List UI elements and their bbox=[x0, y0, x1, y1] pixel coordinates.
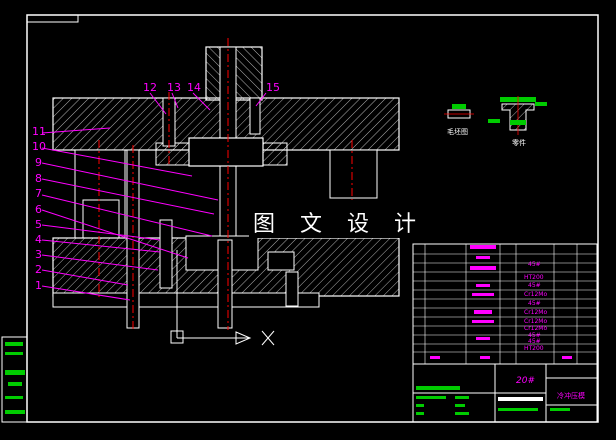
bom-material-0: 45# bbox=[528, 261, 541, 268]
part-label-15: 15 bbox=[266, 81, 280, 94]
detail-views: 毛坯图 零件 bbox=[444, 96, 547, 147]
part-label-3: 3 bbox=[35, 248, 42, 261]
die-assembly-section bbox=[52, 38, 400, 346]
bom-table bbox=[412, 243, 598, 365]
part-label-10: 10 bbox=[32, 140, 46, 153]
title-name: 冷冲压模 bbox=[557, 391, 585, 400]
part-labels: 1 2 3 4 5 6 7 8 9 10 11 12 13 14 15 bbox=[32, 81, 280, 292]
bom-material-1: HT200 bbox=[524, 274, 544, 281]
bom-material-9: 45# bbox=[528, 338, 541, 345]
title-block bbox=[412, 363, 598, 423]
blank-view: 毛坯图 bbox=[444, 104, 474, 136]
part-label-14: 14 bbox=[187, 81, 201, 94]
part-label-13: 13 bbox=[167, 81, 181, 94]
bom-material-2: 45# bbox=[528, 282, 541, 289]
part-label-6: 6 bbox=[35, 203, 42, 216]
part-label-7: 7 bbox=[35, 187, 42, 200]
drawing-frame bbox=[26, 14, 599, 423]
part-label-1: 1 bbox=[35, 279, 42, 292]
leader-lines bbox=[41, 92, 267, 301]
blank-caption: 毛坯图 bbox=[447, 127, 468, 136]
guide-post-right bbox=[329, 149, 378, 199]
part-label-5: 5 bbox=[35, 218, 42, 231]
part-label-4: 4 bbox=[35, 233, 42, 246]
part-view: 零件 bbox=[488, 96, 547, 147]
bom-material-4: 45# bbox=[528, 300, 541, 307]
part-label-12: 12 bbox=[143, 81, 157, 94]
bolt-center bbox=[217, 239, 233, 329]
title-block-marks bbox=[416, 386, 570, 415]
bom-material-5: Cr12Mo bbox=[524, 309, 547, 316]
part-label-9: 9 bbox=[35, 156, 42, 169]
bom-materials: 45# HT200 45# Cr12Mo 45# Cr12Mo Cr12Mo C… bbox=[524, 261, 547, 352]
bom-material-7: Cr12Mo bbox=[524, 325, 547, 332]
watermark: 图 文 设 计 bbox=[249, 206, 429, 238]
binding-strip bbox=[1, 336, 28, 423]
part-label-2: 2 bbox=[35, 263, 42, 276]
part-label-11: 11 bbox=[32, 125, 46, 138]
title-material: 20# bbox=[516, 376, 535, 386]
bom-material-3: Cr12Mo bbox=[524, 291, 547, 298]
bom-material-10: HT200 bbox=[524, 345, 544, 352]
bom-material-8: 45# bbox=[528, 332, 541, 339]
part-caption: 零件 bbox=[512, 138, 526, 147]
bom-name-bars bbox=[430, 245, 572, 359]
bom-material-6: Cr12Mo bbox=[524, 318, 547, 325]
part-label-8: 8 bbox=[35, 172, 42, 185]
